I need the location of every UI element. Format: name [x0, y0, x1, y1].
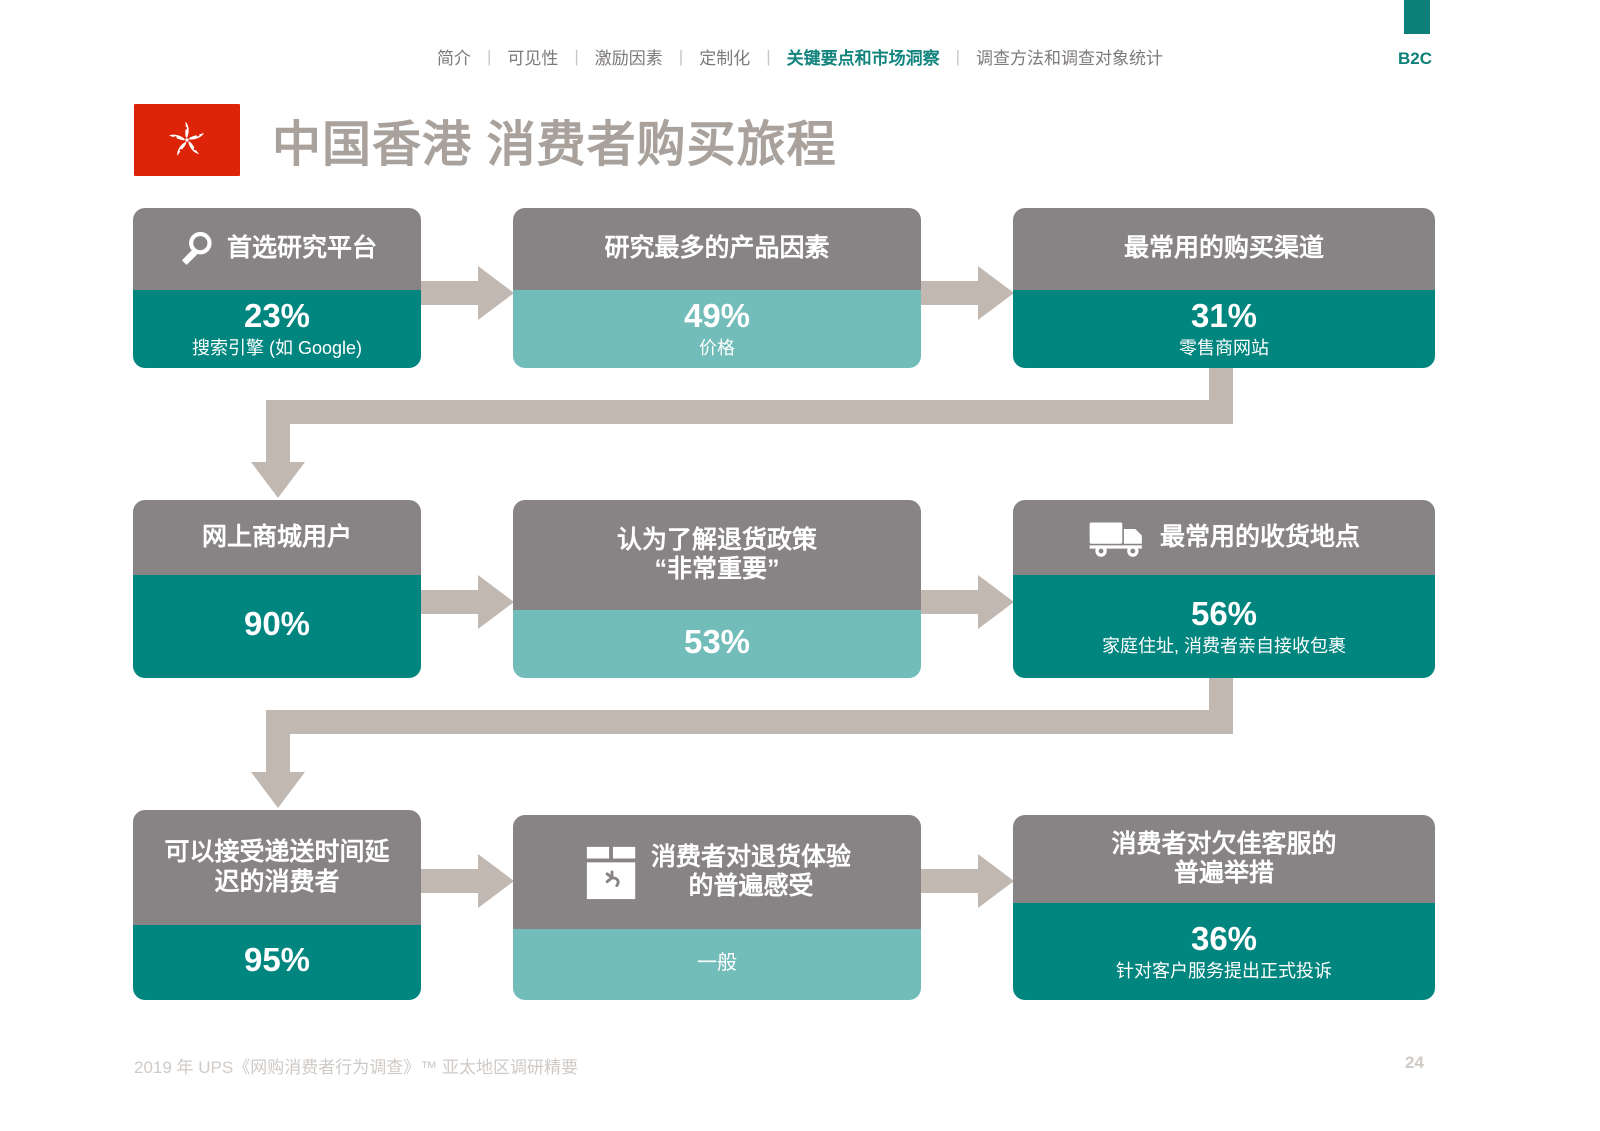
nav-separator: | [766, 46, 771, 66]
card-value: 36% [1190, 919, 1258, 957]
card-title: 网上商城用户 [201, 522, 352, 551]
card-body: 95% [133, 925, 421, 1000]
card-action-on-poor-customer-service[interactable]: 消费者对欠佳客服的 普遍举措 36% 针对客户服务提出正式投诉 [1013, 815, 1435, 1000]
card-body: 36% 针对客户服务提出正式投诉 [1013, 903, 1435, 1000]
card-subtext: 价格 [699, 338, 735, 359]
card-value: 31% [1190, 297, 1258, 335]
card-most-used-delivery-location[interactable]: 最常用的收货地点 56% 家庭住址, 消费者亲自接收包裹 [1013, 500, 1435, 678]
nav-item-key-takeaways[interactable]: 关键要点和市场洞察 [786, 49, 940, 68]
page-number: 24 [1405, 1053, 1424, 1072]
nav-separator: | [486, 46, 492, 66]
card-value: 53% [683, 622, 751, 660]
card-subtext: 零售商网站 [1179, 338, 1269, 359]
card-subtext: 家庭住址, 消费者亲自接收包裹 [1101, 635, 1346, 656]
nav-item-customization[interactable]: 定制化 [699, 49, 751, 68]
magnifier-icon [177, 229, 217, 269]
nav-separator: | [574, 46, 579, 66]
return-box-icon [583, 841, 641, 903]
card-online-marketplace-users[interactable]: 网上商城用户 90% [133, 500, 421, 678]
card-header: 消费者对欠佳客服的 普遍举措 [1013, 815, 1435, 903]
card-value: 一般 [697, 951, 737, 974]
nav-item-intro[interactable]: 简介 [436, 49, 471, 68]
card-body: 31% 零售商网站 [1013, 290, 1435, 368]
card-returns-experience-sentiment[interactable]: 消费者对退货体验 的普遍感受 一般 [513, 815, 921, 1000]
card-most-researched-product-factor[interactable]: 研究最多的产品因素 49% 价格 [513, 208, 921, 368]
card-subtext: 搜索引擎 (如 Google) [191, 338, 363, 359]
card-body: 56% 家庭住址, 消费者亲自接收包裹 [1013, 575, 1435, 678]
card-title: 最常用的购买渠道 [1123, 234, 1324, 263]
card-title: 消费者对欠佳客服的 普遍举措 [1111, 829, 1337, 888]
card-title: 研究最多的产品因素 [604, 234, 830, 263]
card-most-used-purchase-channel[interactable]: 最常用的购买渠道 31% 零售商网站 [1013, 208, 1435, 368]
top-navigation: 简介 | 可见性 | 激励因素 | 定制化 | 关键要点和市场洞察 | 调查方法… [0, 44, 1600, 69]
badge-label: B2C [1398, 49, 1433, 68]
card-header: 最常用的购买渠道 [1013, 208, 1435, 290]
card-subtext: 针对客户服务提出正式投诉 [1116, 960, 1332, 981]
card-body: 一般 [513, 929, 921, 1000]
card-header: 最常用的收货地点 [1013, 500, 1435, 575]
card-value: 90% [243, 605, 311, 643]
nav-item-visibility[interactable]: 可见性 [507, 49, 559, 68]
card-value: 56% [1190, 594, 1258, 632]
card-header: 可以接受递送时间延 迟的消费者 [133, 810, 421, 925]
card-body: 23% 搜索引擎 (如 Google) [133, 290, 421, 368]
badge-bar-icon [1404, 0, 1430, 34]
card-title: 消费者对退货体验 的普遍感受 [650, 842, 851, 901]
card-value: 49% [683, 297, 751, 335]
nav-item-incentives[interactable]: 激励因素 [594, 49, 663, 68]
card-value: 95% [243, 941, 311, 979]
card-header: 研究最多的产品因素 [513, 208, 921, 290]
card-title: 最常用的收货地点 [1159, 522, 1360, 551]
card-header: 消费者对退货体验 的普遍感受 [513, 815, 921, 929]
card-returns-policy-very-important[interactable]: 认为了解退货政策 “非常重要” 53% [513, 500, 921, 678]
card-title: 可以接受递送时间延 迟的消费者 [164, 838, 390, 896]
card-header: 网上商城用户 [133, 500, 421, 575]
card-body: 53% [513, 610, 921, 678]
page-title-row: 中国香港 消费者购买旅程 [134, 104, 837, 176]
nav-separator: | [955, 46, 961, 66]
nav-separator: | [678, 46, 684, 66]
card-body: 90% [133, 575, 421, 678]
hong-kong-flag-icon [134, 104, 240, 176]
nav-item-methodology[interactable]: 调查方法和调查对象统计 [976, 49, 1164, 68]
page-title: 中国香港 消费者购买旅程 [272, 117, 837, 172]
card-value: 23% [243, 297, 311, 335]
card-consumers-accept-delivery-delay[interactable]: 可以接受递送时间延 迟的消费者 95% [133, 810, 421, 1000]
truck-icon [1088, 516, 1150, 560]
card-title: 首选研究平台 [226, 234, 377, 263]
card-header: 认为了解退货政策 “非常重要” [513, 500, 921, 610]
b2c-badge: B2C [1398, 0, 1488, 69]
card-preferred-research-platform[interactable]: 首选研究平台 23% 搜索引擎 (如 Google) [133, 208, 421, 368]
card-body: 49% 价格 [513, 290, 921, 368]
card-title: 认为了解退货政策 “非常重要” [616, 525, 817, 584]
card-header: 首选研究平台 [133, 208, 421, 290]
footer-source-text: 2019 年 UPS《网购消费者行为调查》™ 亚太地区调研精要 [134, 1058, 578, 1077]
